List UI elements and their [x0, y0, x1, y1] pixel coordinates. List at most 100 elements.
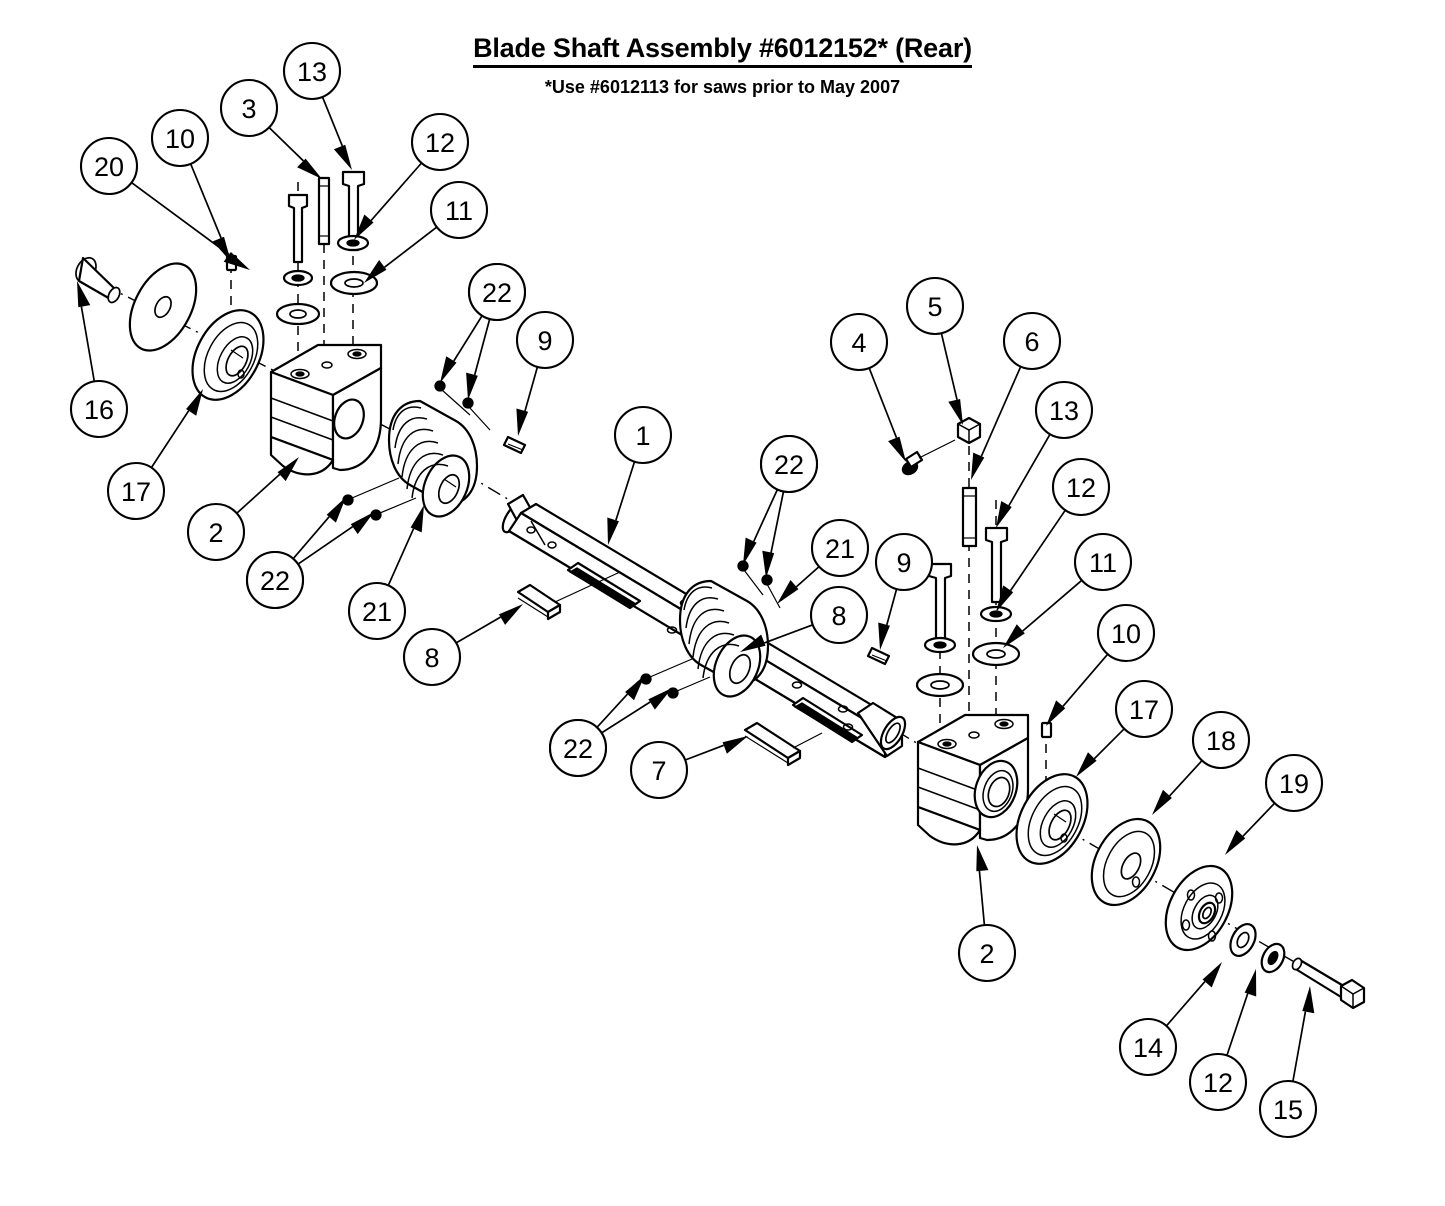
- balloon-label: 11: [1089, 548, 1117, 578]
- balloon-label: 2: [208, 518, 223, 548]
- callout-balloon-17[interactable]: 17: [1076, 679, 1174, 777]
- balloon-circle[interactable]: [429, 180, 489, 240]
- leader-line: [150, 410, 190, 469]
- balloon-circle[interactable]: [186, 502, 246, 562]
- balloon-circle[interactable]: [515, 310, 575, 370]
- balloon-circle[interactable]: [347, 581, 407, 641]
- balloon-circle[interactable]: [629, 740, 689, 800]
- callout-balloon-11[interactable]: 11: [1003, 532, 1133, 648]
- callout-balloon-11[interactable]: 11: [364, 180, 489, 283]
- balloon-circle[interactable]: [1191, 710, 1251, 770]
- callout-balloon-8[interactable]: 8: [740, 585, 869, 652]
- balloon-circle[interactable]: [402, 627, 462, 687]
- balloon-circle[interactable]: [282, 41, 342, 101]
- balloon-circle[interactable]: [874, 532, 934, 592]
- balloon-circle[interactable]: [809, 585, 869, 645]
- balloon-circle[interactable]: [1258, 1079, 1318, 1139]
- callout-balloon-15[interactable]: 15: [1258, 986, 1318, 1139]
- balloon-circle[interactable]: [1096, 603, 1156, 663]
- balloon-circle[interactable]: [467, 262, 527, 322]
- leader-arrowhead: [350, 512, 374, 535]
- balloon-circle[interactable]: [1264, 753, 1324, 813]
- callout-balloon-1[interactable]: 1: [607, 405, 673, 545]
- callout-balloon-2[interactable]: 2: [957, 845, 1017, 983]
- callout-balloon-17[interactable]: 17: [106, 389, 203, 521]
- leader-line: [189, 163, 222, 239]
- callout-balloon-14[interactable]: 14: [1118, 962, 1222, 1077]
- callout-balloon-8[interactable]: 8: [402, 604, 523, 687]
- leader-arrowhead: [625, 675, 645, 701]
- callout-balloon-10[interactable]: 10: [1046, 603, 1156, 726]
- callout-balloon-18[interactable]: 18: [1152, 710, 1251, 815]
- balloon-circle[interactable]: [219, 78, 279, 138]
- callout-balloon-3[interactable]: 3: [219, 78, 322, 179]
- part-10-roll-pin-right: [1040, 721, 1053, 739]
- leader-line: [268, 126, 304, 162]
- callout-balloon-19[interactable]: 19: [1225, 753, 1324, 855]
- part-13-bolt-right-a: [927, 562, 953, 642]
- callout-balloon-4[interactable]: 4: [829, 312, 906, 462]
- balloon-label: 9: [896, 548, 911, 578]
- balloon-circle[interactable]: [829, 312, 889, 372]
- callout-balloon-5[interactable]: 5: [905, 276, 965, 425]
- leader-arrowhead: [762, 550, 775, 578]
- balloon-circle[interactable]: [1051, 457, 1111, 517]
- callout-balloon-10[interactable]: 10: [150, 108, 231, 262]
- balloon-circle[interactable]: [410, 112, 470, 172]
- balloon-circle[interactable]: [548, 718, 608, 778]
- leader-arrowhead: [1003, 624, 1025, 648]
- balloon-circle[interactable]: [1002, 311, 1062, 371]
- leader-arrowhead: [498, 604, 523, 625]
- balloon-circle[interactable]: [1118, 1017, 1178, 1077]
- part-9-key-left: [502, 435, 527, 455]
- callout-balloon-21[interactable]: 21: [777, 518, 870, 604]
- part-22-setscrew-right-2: [761, 574, 781, 609]
- callout-balloon-12[interactable]: 12: [354, 112, 470, 240]
- balloon-circle[interactable]: [1188, 1052, 1248, 1112]
- leader-line: [453, 315, 483, 362]
- balloon-circle[interactable]: [106, 461, 166, 521]
- callout-balloon-9[interactable]: 9: [515, 310, 575, 436]
- balloon-circle[interactable]: [245, 550, 305, 610]
- callout-balloon-2[interactable]: 2: [186, 457, 299, 562]
- callout-balloon-22[interactable]: 22: [759, 434, 819, 578]
- balloon-circle[interactable]: [79, 136, 139, 196]
- balloon-circle[interactable]: [1114, 679, 1174, 739]
- balloon-label: 15: [1273, 1095, 1303, 1125]
- leader-arrowhead: [364, 260, 387, 283]
- leader-arrowhead: [516, 408, 529, 436]
- callout-balloon-9[interactable]: 9: [874, 532, 934, 650]
- leader-line: [1168, 760, 1203, 797]
- callout-balloon-16[interactable]: 16: [69, 281, 129, 439]
- callout-balloon-12[interactable]: 12: [1188, 969, 1257, 1112]
- callout-balloon-12[interactable]: 12: [996, 457, 1111, 612]
- balloon-circle[interactable]: [69, 379, 129, 439]
- balloon-label: 12: [425, 128, 455, 158]
- leader-line: [297, 525, 354, 565]
- callout-balloon-13[interactable]: 13: [282, 41, 352, 170]
- balloon-circle[interactable]: [759, 434, 819, 494]
- callout-balloon-6[interactable]: 6: [971, 311, 1062, 480]
- leader-arrowhead: [1244, 969, 1257, 997]
- leader-arrowhead: [740, 634, 766, 652]
- leader-line: [80, 306, 96, 382]
- balloon-circle[interactable]: [810, 518, 870, 578]
- part-22-setscrew-right-3: [640, 658, 693, 685]
- callout-balloon-22[interactable]: 22: [548, 688, 672, 778]
- callout-balloon-20[interactable]: 20: [79, 136, 250, 270]
- balloon-circle[interactable]: [957, 923, 1017, 983]
- callout-balloon-13[interactable]: 13: [996, 380, 1094, 528]
- balloon-circle[interactable]: [613, 405, 673, 465]
- balloon-circle[interactable]: [1034, 380, 1094, 440]
- leader-arrowhead: [722, 736, 748, 754]
- leader-line: [236, 473, 281, 514]
- balloon-layer: 2010313121116172222221222298122222182222…: [69, 41, 1324, 1139]
- callout-balloon-21[interactable]: 21: [347, 505, 424, 641]
- callout-balloon-22[interactable]: 22: [466, 262, 527, 400]
- balloon-circle[interactable]: [905, 276, 965, 336]
- part-11-flatwasher-right-b: [971, 641, 1021, 667]
- callout-balloon-22[interactable]: 22: [245, 512, 374, 610]
- callout-balloon-7[interactable]: 7: [629, 736, 748, 800]
- balloon-circle[interactable]: [1073, 532, 1133, 592]
- balloon-circle[interactable]: [150, 108, 210, 168]
